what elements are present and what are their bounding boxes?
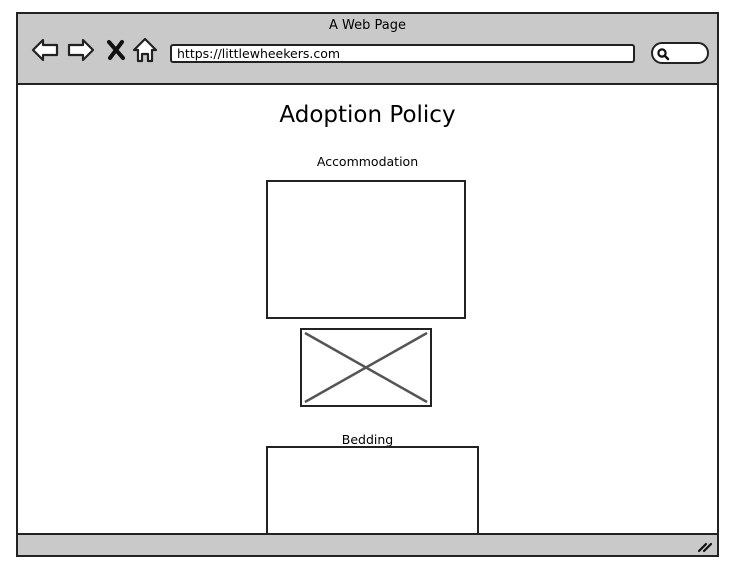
url-text: https://littlewheekers.com <box>177 46 341 61</box>
content-placeholder-box <box>266 446 479 538</box>
search-button[interactable] <box>651 42 709 64</box>
window-title: A Web Page <box>329 18 406 33</box>
page-title: Adoption Policy <box>279 102 456 128</box>
forward-arrow-icon[interactable] <box>66 36 96 64</box>
page-content: Adoption Policy Accommodation Bedding <box>18 85 717 538</box>
search-icon <box>657 48 670 61</box>
home-icon[interactable] <box>131 36 159 64</box>
browser-window: A Web Page https://littlewheekers.c <box>16 12 719 557</box>
address-bar[interactable]: https://littlewheekers.com <box>170 44 635 63</box>
content-placeholder-box <box>266 180 466 319</box>
resize-grip-icon[interactable] <box>697 539 713 553</box>
status-bar <box>18 533 717 555</box>
back-arrow-icon[interactable] <box>30 36 60 64</box>
image-placeholder <box>300 328 432 407</box>
browser-toolbar: A Web Page https://littlewheekers.c <box>18 14 717 85</box>
image-placeholder-icon <box>304 331 428 404</box>
section-label-bedding: Bedding <box>341 432 394 447</box>
section-label-accommodation: Accommodation <box>316 154 419 169</box>
close-icon[interactable] <box>104 36 128 64</box>
